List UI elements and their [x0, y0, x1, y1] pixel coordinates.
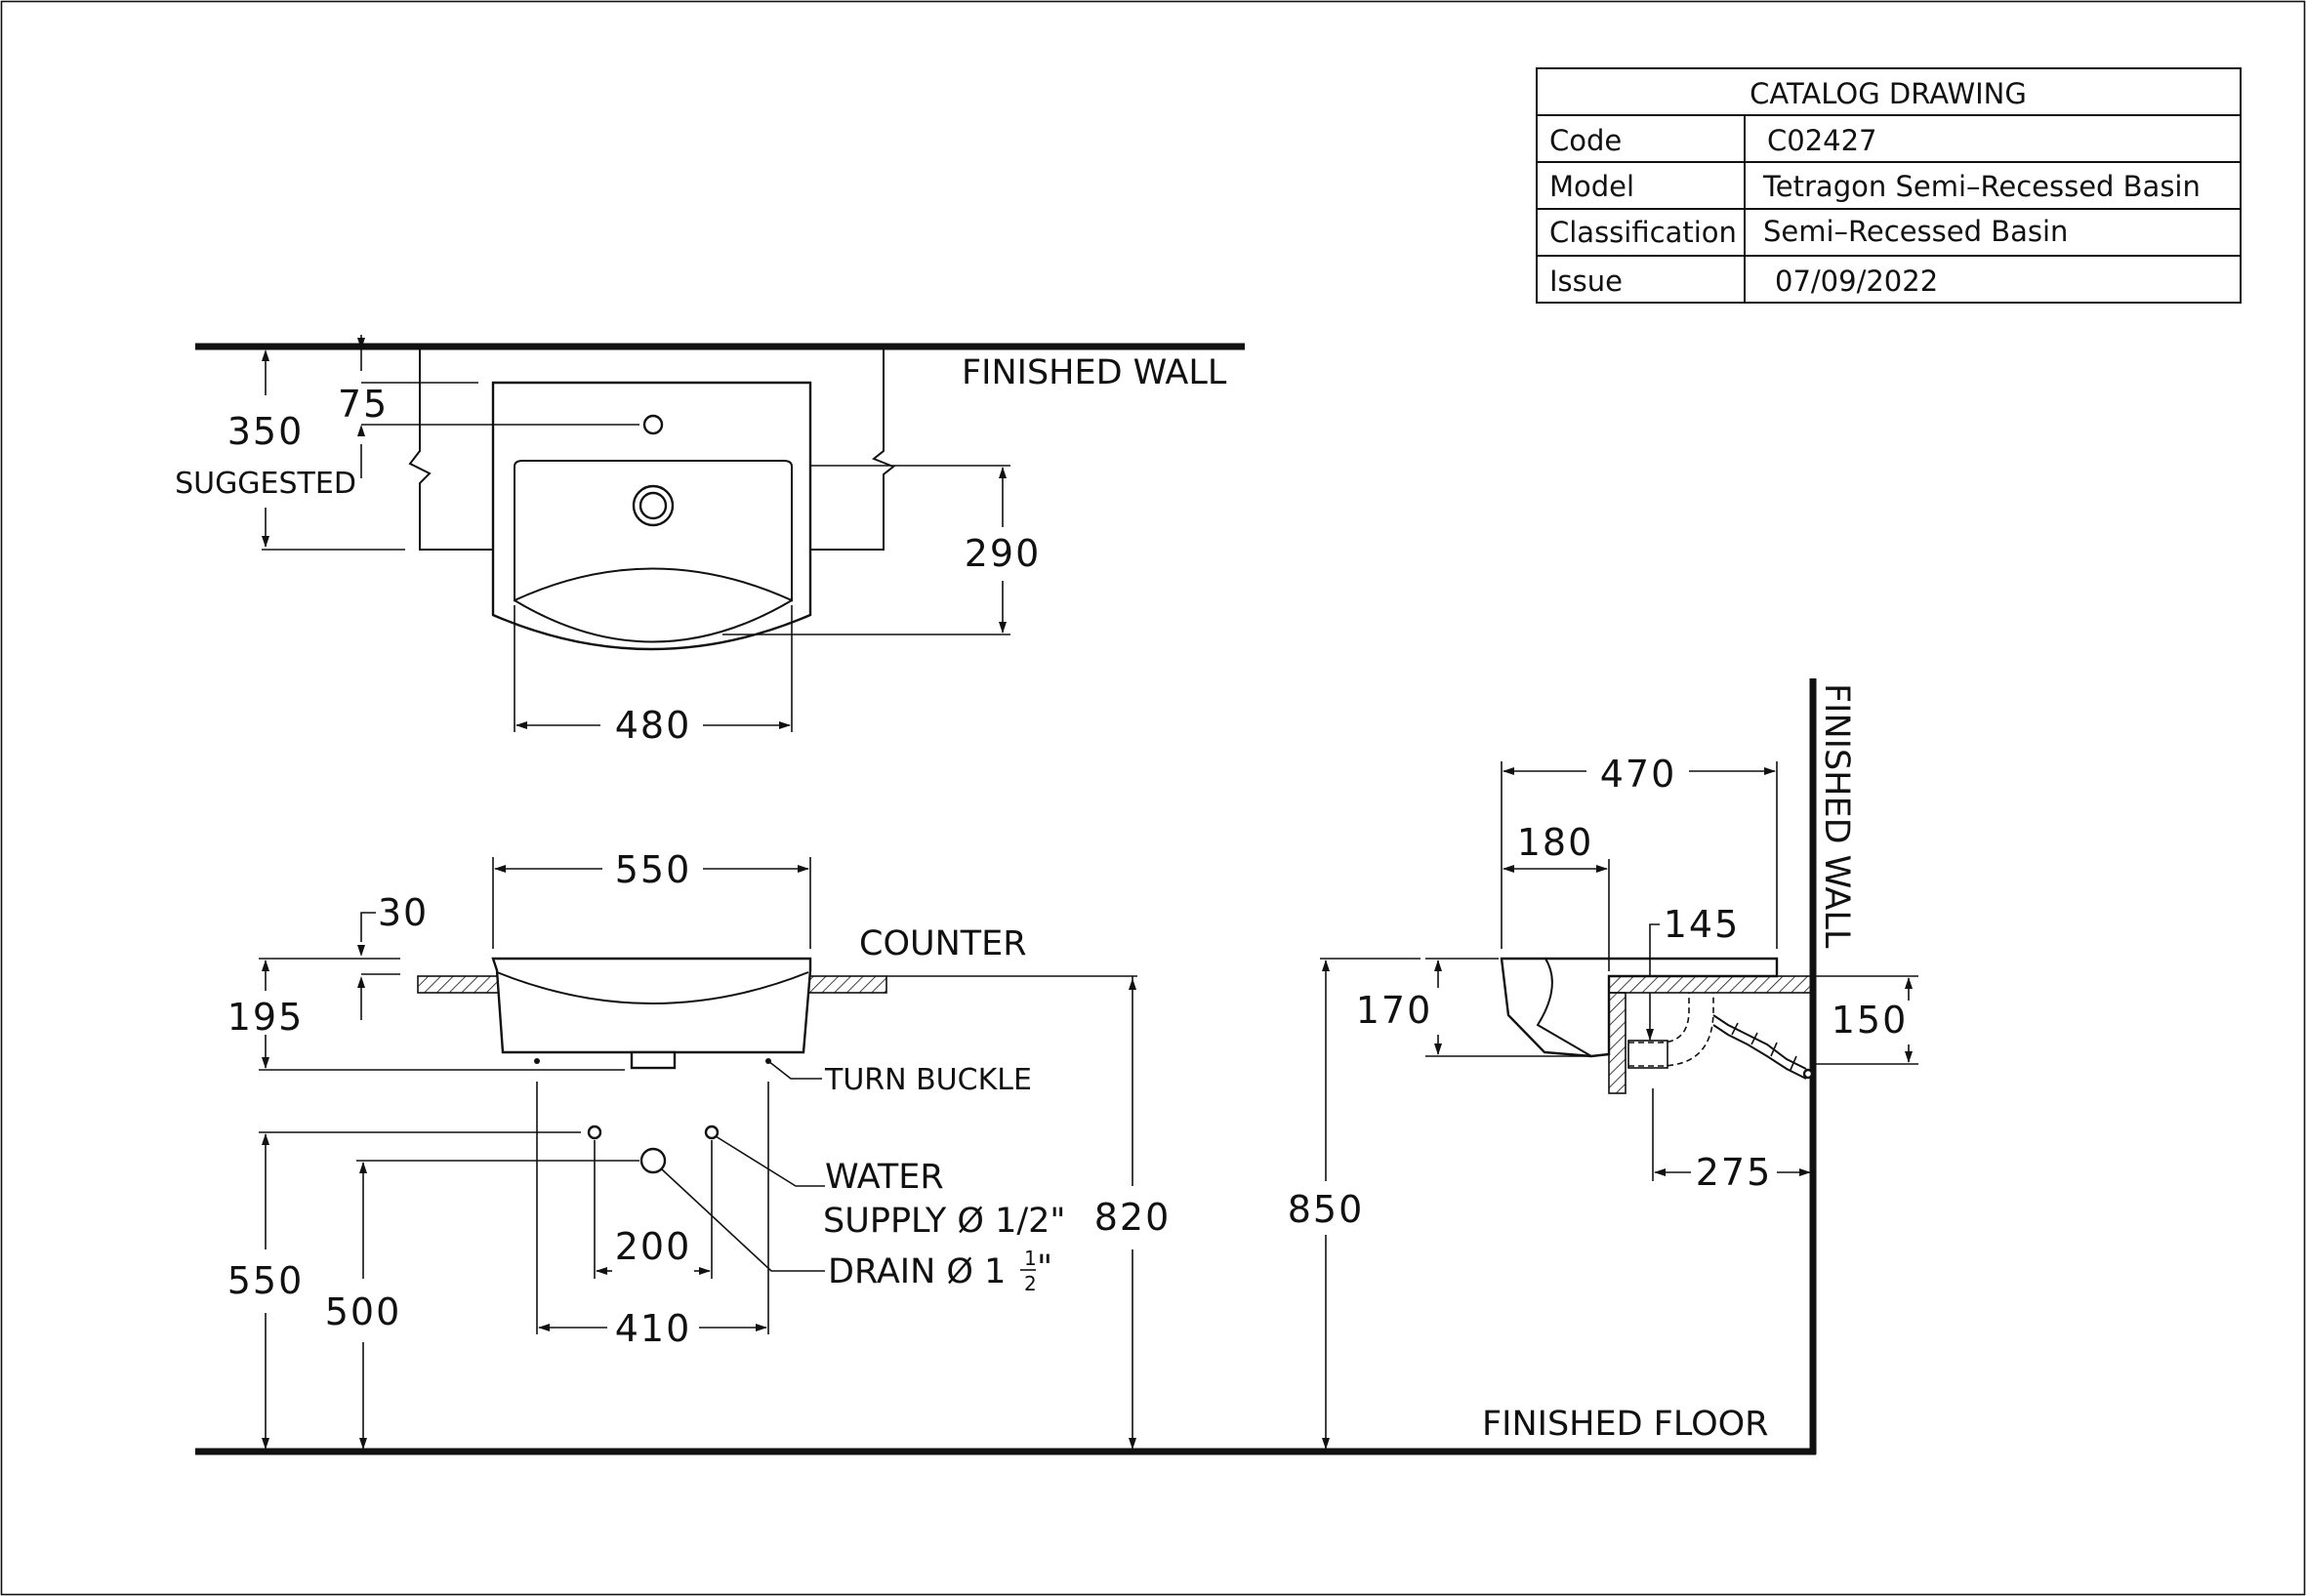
- side-elevation: FINISHED WALL FINISHED FLOOR 470: [1288, 678, 1918, 1454]
- dim-170: 170: [1356, 989, 1433, 1032]
- basin-bowl: [514, 460, 793, 602]
- dim-550-height: 550: [227, 1259, 305, 1302]
- tap-hole: [642, 414, 664, 435]
- title-block: CATALOG DRAWING Code C02427 Model Tetrag…: [1536, 67, 2242, 304]
- issue-label: Issue: [1549, 265, 1623, 298]
- classification-label: Classification: [1549, 216, 1737, 249]
- side-counter-apron: [1608, 992, 1627, 1094]
- issue-value: 07/09/2022: [1775, 265, 1938, 298]
- counter-label: COUNTER: [859, 924, 1027, 963]
- dim-820: 820: [1094, 1196, 1172, 1239]
- water-label-1: WATER: [825, 1158, 944, 1197]
- dim-30: 30: [378, 891, 429, 934]
- model-value: Tetragon Semi–Recessed Basin: [1762, 170, 2201, 203]
- dim-290: 290: [965, 532, 1042, 575]
- finished-floor-label: FINISHED FLOOR: [1482, 1405, 1768, 1444]
- water-label-2: SUPPLY Ø 1/2": [823, 1202, 1066, 1241]
- plan-view: FINISHED WALL 350 SUGGESTED 75: [175, 335, 1245, 747]
- finished-wall-top-label: FINISHED WALL: [962, 353, 1227, 392]
- model-label: Model: [1549, 170, 1634, 203]
- dim-410: 410: [615, 1307, 692, 1350]
- code-label: Code: [1549, 124, 1622, 157]
- dim-180: 180: [1517, 821, 1594, 864]
- turn-buckle-side: [1712, 1014, 1814, 1080]
- drain-outlet-front: [630, 1050, 677, 1070]
- code-value: C02427: [1767, 124, 1877, 157]
- title-block-heading: CATALOG DRAWING: [1750, 77, 2027, 110]
- suggested-label: SUGGESTED: [175, 467, 356, 501]
- counter-slab-left: [417, 975, 510, 994]
- basin-front-body: [491, 957, 812, 1054]
- water-supply-right: [704, 1125, 720, 1140]
- dim-275: 275: [1696, 1151, 1773, 1194]
- front-elevation: COUNTER TURN BUCKLE 550 30 195: [195, 848, 1816, 1455]
- turn-buckle-label: TURN BUCKLE: [824, 1063, 1032, 1097]
- drain-fraction-denominator: 2: [1024, 1272, 1037, 1295]
- finished-wall-side-label: FINISHED WALL: [1817, 683, 1856, 949]
- classification-value: Semi–Recessed Basin: [1763, 215, 2068, 248]
- water-supply-left: [587, 1125, 602, 1140]
- dim-195: 195: [227, 996, 305, 1039]
- dim-75: 75: [338, 383, 389, 426]
- dim-850: 850: [1288, 1188, 1365, 1231]
- dim-500: 500: [325, 1290, 402, 1333]
- dim-200: 200: [615, 1225, 692, 1268]
- drain-point: [639, 1147, 667, 1174]
- dim-145: 145: [1664, 903, 1741, 946]
- drain-fraction-numerator: 1: [1024, 1247, 1037, 1270]
- drain-inch-mark: ": [1037, 1248, 1052, 1288]
- dim-480: 480: [615, 704, 692, 747]
- side-counter-slab: [1608, 975, 1812, 994]
- dim-350: 350: [227, 410, 305, 453]
- basin-side-profile: [1500, 957, 1779, 1058]
- dim-550-width: 550: [615, 848, 692, 891]
- dim-470: 470: [1600, 753, 1677, 796]
- drain-label: DRAIN Ø 1: [828, 1252, 1006, 1291]
- dim-150: 150: [1832, 999, 1909, 1042]
